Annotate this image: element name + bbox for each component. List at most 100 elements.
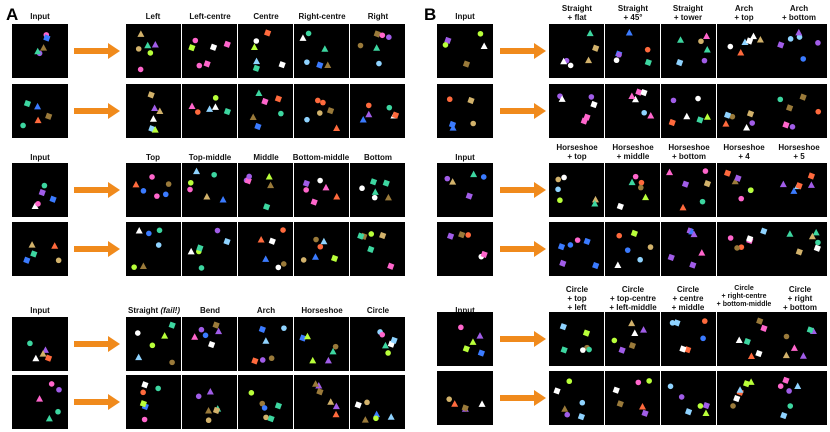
- triangle-shape: [365, 110, 373, 118]
- shape-glyphs: [446, 396, 486, 412]
- b-input-tile: [437, 163, 493, 217]
- square-shape: [795, 182, 803, 190]
- shape-glyphs: [723, 169, 754, 202]
- arrow-right-icon: [74, 103, 120, 119]
- triangle-shape: [205, 407, 213, 414]
- a-g3-fail-note: (fail!): [160, 306, 181, 315]
- triangle-shape: [735, 336, 743, 344]
- b-output-tile: [605, 222, 660, 276]
- square-shape: [254, 122, 262, 131]
- square-shape: [23, 99, 32, 108]
- circle-shape: [41, 182, 48, 189]
- triangle-shape: [161, 332, 169, 339]
- b-g1-col2-label: Straight + 45°: [617, 4, 649, 23]
- square-shape: [223, 40, 231, 48]
- circle-shape: [748, 187, 754, 193]
- square-shape: [382, 179, 390, 187]
- a-arrow: [74, 394, 120, 410]
- shape-glyphs: [446, 96, 477, 131]
- triangle-shape: [795, 28, 803, 36]
- triangle-shape: [39, 350, 47, 357]
- circle-shape: [303, 187, 309, 193]
- triangle-shape: [41, 346, 49, 353]
- square-shape: [390, 336, 398, 344]
- circle-shape: [729, 113, 736, 120]
- square-shape: [263, 203, 271, 211]
- b-output-tile: [549, 84, 604, 138]
- circle-shape: [211, 171, 217, 178]
- circle-shape: [212, 95, 219, 101]
- panel-b-letter: B: [424, 5, 437, 24]
- shape-glyphs: [195, 387, 222, 424]
- square-shape: [760, 227, 768, 235]
- shape-glyphs: [243, 172, 275, 211]
- square-shape: [208, 340, 216, 349]
- shape-glyphs: [444, 170, 487, 200]
- b-g2-col4-label: Horseshoe + 4: [723, 143, 765, 162]
- circle-shape: [202, 332, 209, 339]
- triangle-shape: [703, 32, 711, 39]
- circle-shape: [317, 243, 324, 250]
- shape-glyphs: [312, 380, 340, 418]
- triangle-shape: [808, 232, 816, 240]
- circle-shape: [579, 399, 586, 406]
- square-shape: [387, 262, 395, 270]
- shape-glyphs: [722, 110, 756, 131]
- b-arrow: [500, 331, 546, 347]
- circle-shape: [259, 357, 266, 363]
- square-shape: [188, 44, 196, 52]
- circle-shape: [385, 350, 391, 356]
- a-output-tile: [294, 222, 349, 276]
- circle-shape: [588, 94, 595, 100]
- triangle-shape: [249, 113, 257, 120]
- triangle-shape: [191, 333, 199, 340]
- circle-shape: [574, 237, 581, 243]
- triangle-shape: [299, 34, 307, 41]
- square-shape: [330, 254, 339, 262]
- b-g1-col1-label: Straight + flat: [561, 4, 593, 23]
- square-shape: [681, 180, 690, 188]
- circle-shape: [783, 333, 790, 340]
- circle-shape: [800, 56, 807, 62]
- a-input-tile: [12, 84, 68, 138]
- circle-shape: [131, 264, 137, 270]
- shape-glyphs: [782, 326, 817, 359]
- a-output-tile: [182, 222, 237, 276]
- circle-shape: [187, 186, 193, 193]
- a-output-tile: [182, 375, 237, 429]
- shape-glyphs: [23, 241, 62, 264]
- triangle-shape: [631, 329, 639, 337]
- triangle-shape: [794, 382, 802, 389]
- shape-glyphs: [446, 231, 488, 260]
- square-shape: [462, 60, 471, 68]
- triangle-shape: [311, 253, 319, 260]
- a-output-tile: [238, 163, 293, 217]
- b-g3-col5-label: Circle + right + bottom: [783, 285, 817, 313]
- square-shape: [813, 244, 821, 252]
- circle-shape: [196, 62, 203, 69]
- b-g1-col5-label: Arch + bottom: [782, 4, 816, 23]
- a-output-tile: [238, 317, 293, 371]
- circle-shape: [379, 32, 386, 39]
- triangle-shape: [387, 413, 395, 420]
- square-shape: [141, 381, 149, 389]
- triangle-shape: [31, 202, 39, 210]
- triangle-shape: [262, 337, 270, 344]
- b-output-tile: [549, 312, 604, 366]
- circle-shape: [280, 227, 286, 233]
- circle-shape: [376, 60, 382, 67]
- shape-glyphs: [777, 28, 821, 62]
- b-output-tile: [772, 312, 827, 366]
- triangle-shape: [320, 237, 328, 245]
- b-output-tile: [661, 24, 716, 78]
- b-output-tile: [661, 312, 716, 366]
- shape-glyphs: [611, 319, 648, 354]
- triangle-shape: [219, 196, 227, 203]
- a-g2-col1-label: Top: [145, 153, 161, 162]
- shape-glyphs: [777, 93, 822, 130]
- triangle-shape: [265, 172, 273, 180]
- triangle-shape: [592, 195, 600, 203]
- arrow-right-icon: [74, 182, 120, 198]
- shape-glyphs: [727, 32, 764, 56]
- square-shape: [38, 188, 46, 197]
